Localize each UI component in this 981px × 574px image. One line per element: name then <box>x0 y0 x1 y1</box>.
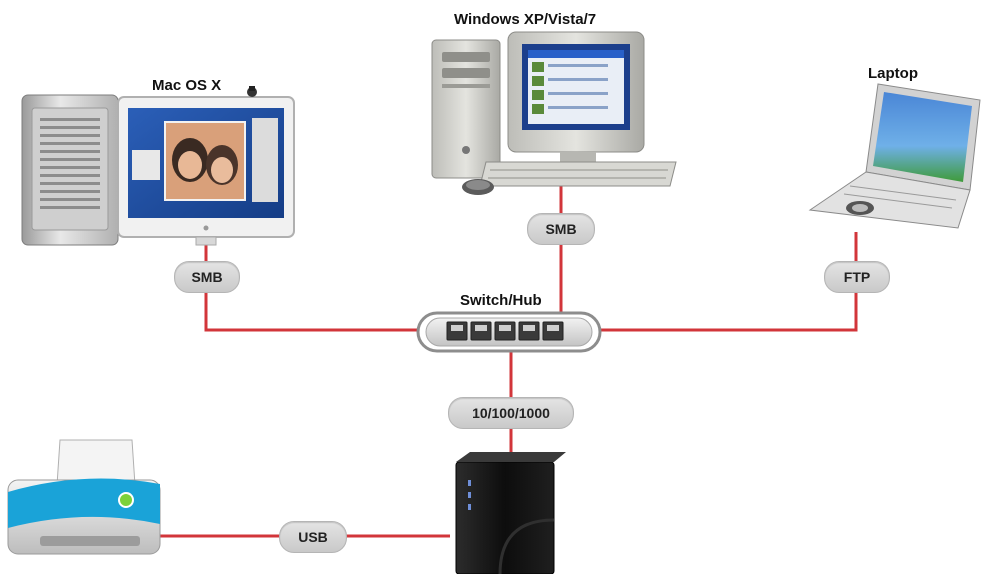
laptop-icon <box>808 83 981 229</box>
link-label-printer-usb: USB <box>279 521 347 553</box>
network-switch-icon <box>416 311 602 353</box>
link-label-mac-smb: SMB <box>174 261 240 293</box>
link-label-nas-speed: 10/100/1000 <box>448 397 574 429</box>
link-line-laptop <box>598 232 858 332</box>
mac-label: Mac OS X <box>152 77 221 94</box>
mac-monitor-icon <box>117 86 295 246</box>
nas-storage-icon <box>455 452 566 574</box>
windows-label: Windows XP/Vista/7 <box>454 11 596 28</box>
switch-label: Switch/Hub <box>460 292 542 309</box>
mac-pro-tower-icon <box>21 94 119 246</box>
link-label-windows-smb: SMB <box>527 213 595 245</box>
laptop-label: Laptop <box>868 65 918 82</box>
desktop-pc-icon <box>431 31 677 195</box>
link-label-laptop-ftp: FTP <box>824 261 890 293</box>
printer-icon <box>7 439 161 555</box>
